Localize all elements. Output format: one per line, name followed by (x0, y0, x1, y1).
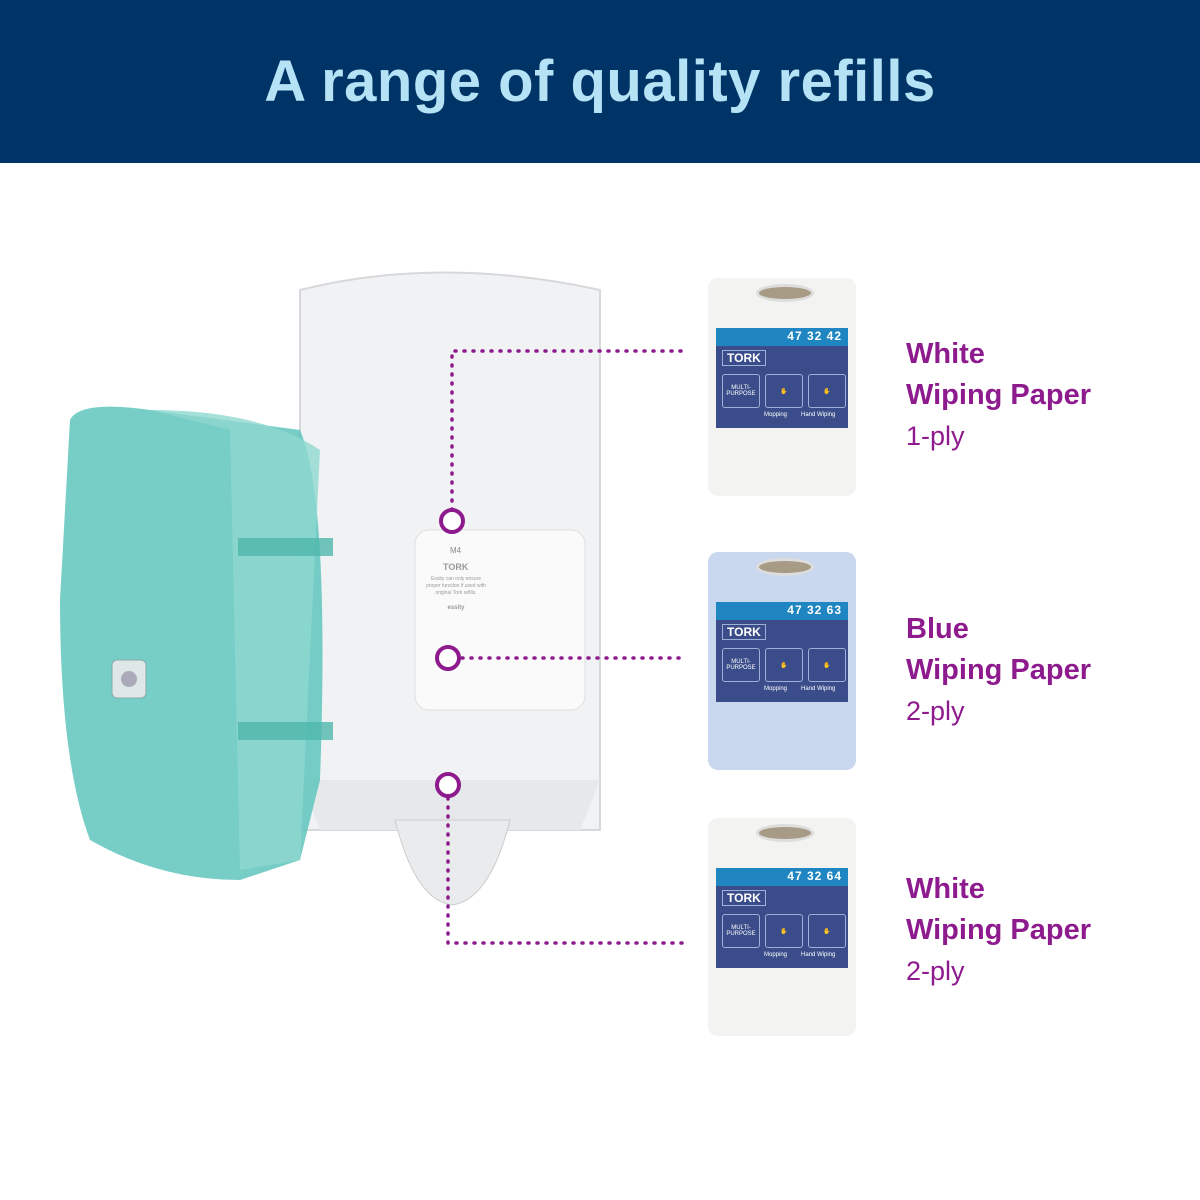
product-code: 47 32 42 (787, 329, 842, 343)
back-plate (414, 529, 586, 711)
hand-wiping-icon: ✋ (808, 914, 846, 948)
multipurpose-badge: MULTI-PURPOSE (722, 648, 760, 682)
tork-logo: TORK (722, 624, 766, 640)
use-label: Hand Wiping (801, 412, 836, 418)
product-code: 47 32 63 (787, 603, 842, 617)
product-name: Wiping Paper (906, 914, 1092, 946)
hinge-top (238, 538, 333, 556)
product-description-3: White Wiping Paper 2-ply (906, 869, 1091, 992)
product-ply: 2-ply (906, 956, 965, 986)
tork-logo: TORK (722, 890, 766, 906)
use-label: Mopping (764, 952, 788, 958)
use-label: Hand Wiping (801, 952, 836, 958)
product-color: White (906, 338, 985, 370)
product-color: Blue (906, 613, 969, 645)
product-description-2: Blue Wiping Paper 2-ply (906, 609, 1091, 732)
roll-core (756, 558, 814, 576)
dispenser-tray (300, 780, 600, 830)
lock-keyhole (121, 671, 137, 687)
mopping-icon: ✋ (765, 648, 803, 682)
multipurpose-badge: MULTI-PURPOSE (722, 914, 760, 948)
tork-logo: TORK (722, 350, 766, 366)
use-label: Hand Wiping (801, 686, 836, 692)
essity-logo: essity (447, 605, 465, 611)
callout-markers (435, 508, 465, 798)
roll-core (756, 824, 814, 842)
m4-badge: M4 (450, 546, 462, 555)
product-ply: 1-ply (906, 421, 965, 451)
hand-wiping-icon: ✋ (808, 374, 846, 408)
hinge-bottom (238, 722, 333, 740)
multipurpose-badge: MULTI-PURPOSE (722, 374, 760, 408)
dispenser-nozzle (394, 819, 511, 906)
cover-front (150, 410, 320, 870)
dispenser-brand: TORK (443, 562, 469, 572)
mopping-icon: ✋ (765, 374, 803, 408)
product-name: Wiping Paper (906, 654, 1092, 686)
header-banner: A range of quality refills (0, 0, 1200, 163)
product-name: Wiping Paper (906, 379, 1092, 411)
use-label: Mopping (764, 412, 788, 418)
product-ply: 2-ply (906, 696, 965, 726)
roll-core (756, 284, 814, 302)
page-title: A range of quality refills (264, 49, 936, 114)
product-color: White (906, 873, 985, 905)
product-code: 47 32 64 (787, 869, 842, 883)
dispenser-note: Essity can only ensure proper function i… (426, 576, 486, 596)
use-label: Mopping (764, 686, 788, 692)
callout-lines (446, 349, 684, 945)
product-description-1: White Wiping Paper 1-ply (906, 334, 1091, 457)
mopping-icon: ✋ (765, 914, 803, 948)
hand-wiping-icon: ✋ (808, 648, 846, 682)
